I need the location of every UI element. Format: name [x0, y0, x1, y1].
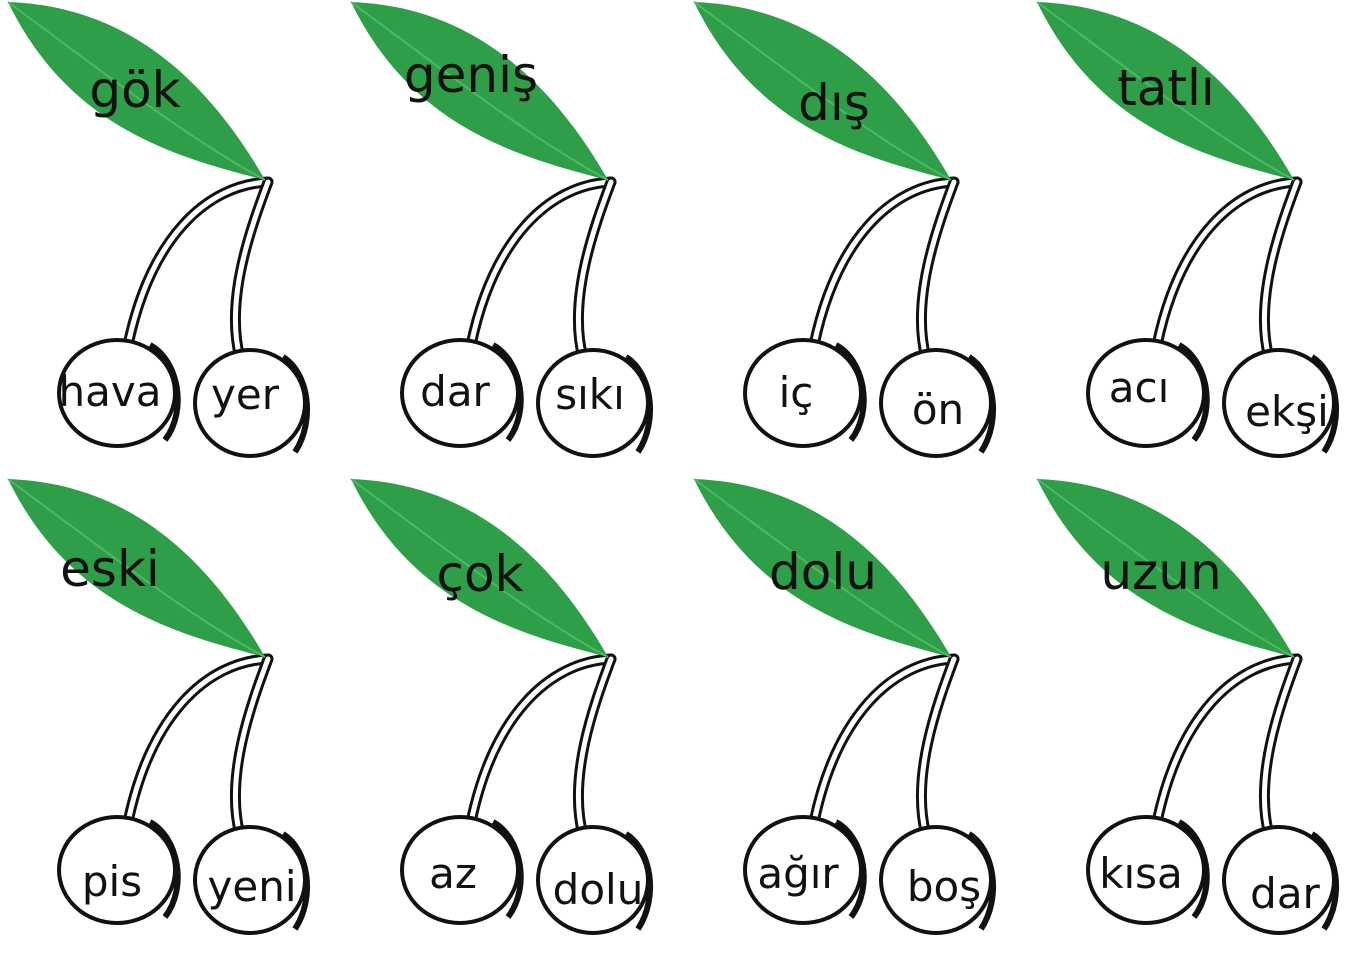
- cherry-card-5: eski pis yeni: [0, 477, 340, 954]
- cherry-illustration: [350, 478, 653, 935]
- left-cherry-word: dar: [420, 367, 490, 416]
- right-cherry-word: yer: [211, 370, 279, 419]
- right-cherry-word: ön: [911, 385, 965, 434]
- leaf-word: uzun: [1100, 543, 1222, 601]
- left-cherry-word: acı: [1108, 363, 1170, 412]
- right-cherry-word: boş: [906, 862, 982, 911]
- right-cherry-word: ekşi: [1245, 387, 1329, 436]
- left-cherry-word: az: [429, 849, 477, 898]
- cherry-card-1: gök hava yer: [0, 0, 340, 477]
- cherry-illustration: [693, 478, 996, 935]
- cherry-card-8: uzun kısa dar: [1029, 477, 1359, 954]
- left-cherry-word: pis: [81, 857, 143, 906]
- left-cherry-word: iç: [778, 368, 814, 417]
- cherry-card-7: dolu ağır boş: [686, 477, 1026, 954]
- cherry-card-3: dış iç ön: [686, 0, 1026, 477]
- cherry-illustration: [1036, 478, 1339, 935]
- leaf-word: geniş: [403, 46, 539, 104]
- cherry-illustration: [693, 1, 996, 458]
- leaf-word: dış: [798, 74, 870, 132]
- left-cherry-word: ağır: [757, 849, 839, 898]
- leaf-word: dolu: [769, 543, 877, 601]
- right-cherry-word: sıkı: [555, 370, 625, 419]
- leaf-word: çok: [436, 545, 524, 603]
- cherry-card-2: geniş dar sıkı: [343, 0, 683, 477]
- cherry-card-6: çok az dolu: [343, 477, 683, 954]
- cherry-card-4: tatlı acı ekşi: [1029, 0, 1359, 477]
- cherry-illustration: [7, 478, 310, 935]
- right-cherry-word: yeni: [207, 862, 297, 911]
- leaf-word: tatlı: [1117, 59, 1215, 117]
- left-cherry-word: hava: [58, 367, 162, 416]
- cherry-illustration: [7, 1, 310, 458]
- right-cherry-word: dolu: [552, 865, 644, 914]
- leaf-word: gök: [89, 61, 181, 119]
- right-cherry-word: dar: [1250, 869, 1320, 918]
- left-cherry-word: kısa: [1099, 849, 1183, 898]
- cherry-illustration: [1036, 1, 1339, 458]
- cherry-illustration: [350, 1, 653, 458]
- leaf-word: eski: [60, 540, 160, 598]
